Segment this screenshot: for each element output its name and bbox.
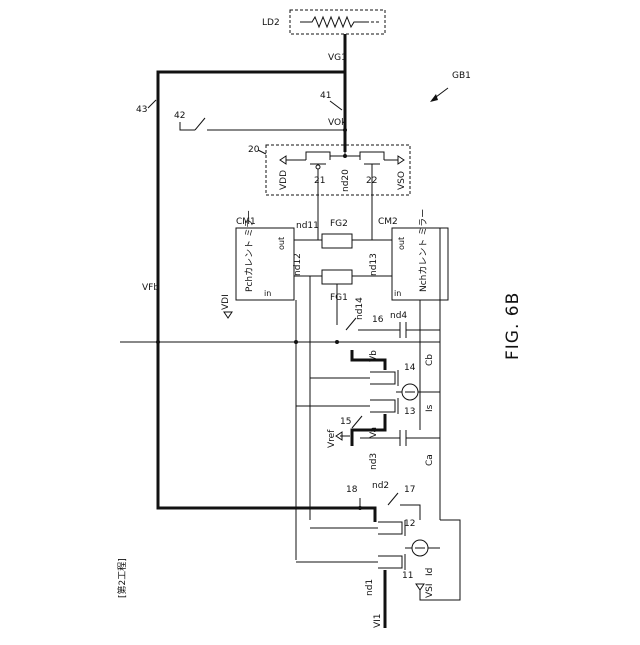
ref-17: 17 bbox=[404, 485, 415, 495]
nd20-label: nd20 bbox=[341, 169, 351, 192]
va-thick bbox=[352, 414, 385, 446]
fg1-label: FG1 bbox=[330, 293, 348, 303]
switch17-blade bbox=[388, 493, 398, 505]
gb1-label: GB1 bbox=[452, 71, 471, 81]
vsi-triangle bbox=[416, 584, 424, 590]
vso-label: VSO bbox=[397, 171, 407, 190]
switch42-blade bbox=[195, 118, 205, 130]
leader-41 bbox=[330, 101, 342, 110]
ref-43: 43 bbox=[136, 105, 147, 115]
nd1-label: nd1 bbox=[365, 579, 375, 596]
switch15-blade bbox=[352, 416, 362, 428]
nd3-label: nd3 bbox=[369, 453, 379, 470]
ref-15: 15 bbox=[340, 417, 351, 427]
transistor-11 bbox=[378, 556, 402, 568]
nd2-label: nd2 bbox=[372, 481, 389, 491]
node-vok bbox=[343, 128, 347, 132]
ref-11: 11 bbox=[402, 571, 413, 581]
node-nd20 bbox=[343, 154, 347, 158]
leader-43 bbox=[148, 100, 156, 108]
vdd-label: VDD bbox=[279, 170, 289, 190]
node-bus-left bbox=[294, 340, 298, 344]
vi1-label: VI1 bbox=[373, 613, 383, 628]
ref-41: 41 bbox=[320, 91, 331, 101]
id-label: Id bbox=[425, 568, 435, 576]
cm1-label: CM1 bbox=[236, 217, 256, 227]
nd12-label: nd12 bbox=[293, 253, 303, 276]
ref-21: 21 bbox=[314, 176, 325, 186]
node-vfb bbox=[156, 340, 160, 344]
transistor-22 bbox=[360, 152, 384, 160]
resistor-symbol bbox=[300, 17, 366, 27]
switch17-wire bbox=[400, 505, 420, 520]
cm2-in-label: in bbox=[394, 289, 401, 298]
load-ld2: LD2 bbox=[262, 10, 385, 34]
switch16-blade bbox=[346, 318, 356, 330]
fg2-label: FG2 bbox=[330, 219, 348, 229]
vok-label: VOk bbox=[328, 118, 347, 128]
ref-13: 13 bbox=[404, 407, 415, 417]
figure-caption: FIG. 6B bbox=[503, 292, 523, 360]
gb1-arrowhead bbox=[430, 94, 438, 102]
ca-label: Ca bbox=[425, 454, 435, 466]
vfb-label: VFb bbox=[142, 283, 159, 293]
transistor-21-bubble bbox=[316, 165, 320, 169]
transistor-14 bbox=[370, 372, 395, 384]
cb-label: Cb bbox=[425, 354, 435, 366]
node-fg1 bbox=[335, 340, 339, 344]
ld2-label: LD2 bbox=[262, 18, 280, 28]
ref-14: 14 bbox=[404, 363, 416, 373]
switch42-left bbox=[180, 122, 195, 130]
vg1-label: VG1 bbox=[328, 53, 347, 63]
nd11-label: nd11 bbox=[296, 221, 319, 231]
ref-42: 42 bbox=[174, 111, 185, 121]
transistor-21 bbox=[306, 152, 330, 160]
vdd-triangle bbox=[280, 156, 286, 164]
vdi-triangle bbox=[224, 312, 232, 318]
vb-label: Vb bbox=[369, 350, 379, 362]
is-label: Is bbox=[425, 404, 435, 412]
transistor-12 bbox=[378, 522, 402, 534]
vsi-label: VSI bbox=[425, 583, 435, 598]
ref-16: 16 bbox=[372, 315, 384, 325]
vdi-label: VDI bbox=[221, 294, 231, 310]
floating-gate-fg2 bbox=[322, 234, 352, 248]
ref-12: 12 bbox=[404, 519, 415, 529]
nd14-label: nd14 bbox=[355, 297, 365, 320]
cm1-in-label: in bbox=[264, 289, 271, 298]
node-18 bbox=[358, 506, 362, 510]
transistor-13 bbox=[370, 400, 395, 412]
nd4-label: nd4 bbox=[390, 311, 407, 321]
ref-20: 20 bbox=[248, 145, 260, 155]
cm1-out-label: out bbox=[277, 237, 286, 250]
ref-18: 18 bbox=[346, 485, 358, 495]
vso-triangle bbox=[398, 156, 404, 164]
nch-mirror-label: Nchカレント ミラー bbox=[418, 209, 429, 292]
cm2-out-label: out bbox=[397, 237, 406, 250]
floating-gate-fg1 bbox=[322, 270, 352, 284]
cm2-label: CM2 bbox=[378, 217, 398, 227]
vref-label: Vref bbox=[327, 429, 337, 448]
nd13-label: nd13 bbox=[369, 253, 379, 276]
step-label: [第2工程] bbox=[116, 558, 128, 598]
